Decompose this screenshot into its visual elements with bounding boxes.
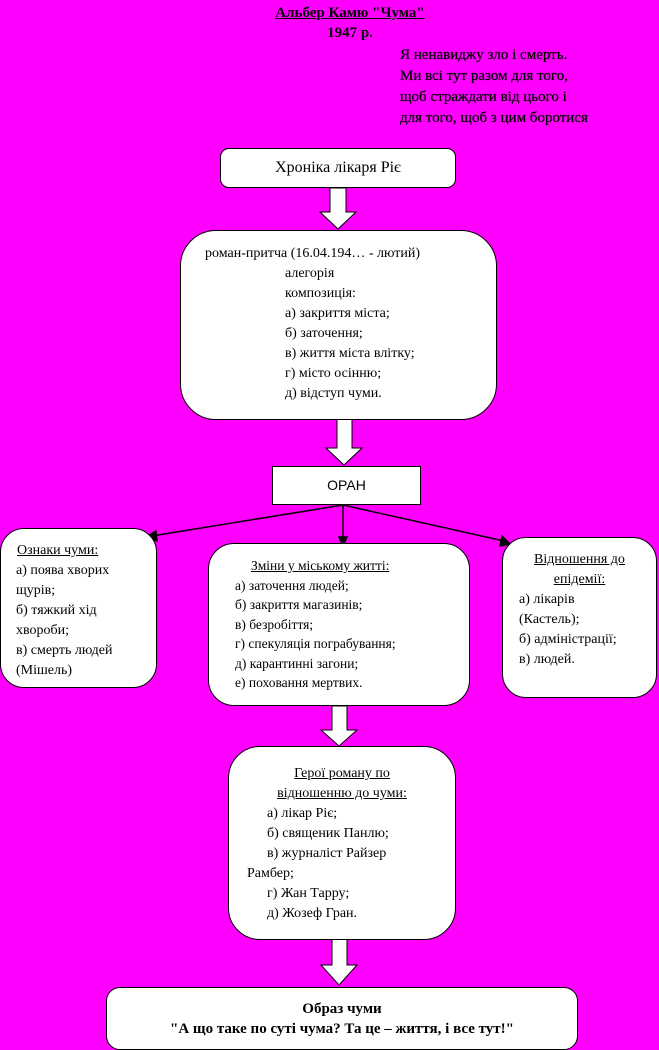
- arrow-to-attitude: [342, 504, 505, 542]
- image-title: Образ чуми: [302, 1001, 382, 1017]
- list-item: в) життя міста влітку;: [285, 346, 415, 361]
- list-item: б) закриття магазинів;: [235, 597, 363, 612]
- chronicle-label: Хроніка лікаря Ріє: [275, 159, 401, 176]
- list-item: (Мішель): [16, 663, 73, 678]
- heroes-box: Герої роману по відношенню до чуми: а) л…: [228, 746, 456, 940]
- epigraph-line: Ми всі тут разом для того,: [400, 68, 568, 84]
- image-quote: "А що таке по суті чума? Та це – життя, …: [170, 1021, 514, 1037]
- arrow-to-signs: [151, 504, 344, 537]
- block-arrow-3: [319, 705, 359, 747]
- list-item: а) заточення людей;: [235, 577, 349, 593]
- city-box: ОРАН: [272, 466, 421, 505]
- changes-list: а) заточення людей; б) закриття магазині…: [209, 576, 469, 693]
- signs-heading: Ознаки чуми:: [17, 543, 99, 558]
- list-item: композиція:: [285, 286, 356, 301]
- changes-box: Зміни у міському житті: а) заточення люд…: [208, 543, 470, 706]
- attitude-list: а) лікарів (Кастель); б) адміністрації; …: [503, 590, 656, 670]
- list-item: б) тяжкий хід: [16, 603, 97, 618]
- block-arrow-2: [324, 418, 364, 466]
- heroes-heading-line: Герої роману по: [294, 766, 390, 781]
- attitude-heading: Відношення до епідемії:: [503, 550, 656, 590]
- heroes-heading-line: відношенню до чуми:: [277, 786, 407, 801]
- attitude-heading-line: епідемії:: [553, 572, 606, 587]
- list-item: в) журналіст Райзер: [267, 846, 387, 861]
- list-item: (Кастель);: [519, 612, 580, 627]
- genre-list: алегорія композиція: а) закриття міста; …: [181, 264, 496, 404]
- chronicle-box: Хроніка лікаря Ріє: [220, 148, 456, 188]
- year-text: 1947 р.: [327, 25, 373, 41]
- epigraph: Я ненавиджу зло і смерть. Ми всі тут раз…: [400, 45, 588, 129]
- list-item: д) Жозеф Гран.: [267, 906, 358, 921]
- list-item: щурів;: [16, 583, 56, 598]
- list-item: е) поховання мертвих.: [235, 675, 363, 690]
- epigraph-line: щоб страждати від цього і: [400, 89, 567, 105]
- attitude-box: Відношення до епідемії: а) лікарів (Каст…: [502, 537, 657, 698]
- list-item: алегорія: [285, 266, 335, 281]
- heroes-heading: Герої роману по відношенню до чуми:: [229, 764, 455, 804]
- page-title: Альбер Камю "Чума": [0, 4, 659, 22]
- list-item: а) лікарів: [519, 592, 575, 607]
- title-text: Альбер Камю "Чума": [275, 5, 425, 21]
- list-item: хвороби;: [16, 623, 70, 638]
- heroes-list: а) лікар Ріє; б) священик Панлю; в) журн…: [229, 804, 455, 924]
- list-item: а) лікар Ріє;: [267, 806, 338, 821]
- list-item: б) заточення;: [285, 326, 363, 341]
- year: 1947 р.: [0, 24, 659, 42]
- list-item: Рамбер;: [247, 866, 294, 881]
- list-item: в) людей.: [519, 652, 575, 667]
- list-item: д) відступ чуми.: [285, 386, 382, 401]
- signs-list: а) поява хворих щурів; б) тяжкий хід хво…: [16, 561, 156, 681]
- signs-box: Ознаки чуми: а) поява хворих щурів; б) т…: [0, 528, 157, 688]
- genre-box: роман-притча (16.04.194… - лютий) алегор…: [180, 230, 497, 420]
- list-item: д) карантинні загони;: [235, 655, 359, 671]
- list-item: а) закриття міста;: [285, 306, 390, 321]
- attitude-heading-line: Відношення до: [534, 552, 625, 567]
- city-label: ОРАН: [327, 477, 366, 493]
- block-arrow-4: [319, 938, 359, 986]
- genre-heading: роман-притча (16.04.194… - лютий): [205, 246, 421, 261]
- list-item: а) поява хворих: [16, 563, 110, 578]
- list-item: в) безробіття;: [235, 616, 314, 632]
- changes-heading: Зміни у міському житті:: [251, 558, 390, 573]
- epigraph-line: для того, щоб з цим боротися: [400, 110, 588, 126]
- image-box: Образ чуми "А що таке по суті чума? Та ц…: [106, 987, 578, 1050]
- list-item: г) місто осінню;: [285, 366, 382, 381]
- list-item: б) священик Панлю;: [267, 826, 389, 841]
- block-arrow-1: [318, 187, 358, 230]
- epigraph-line: Я ненавиджу зло і смерть.: [400, 47, 568, 63]
- list-item: в) смерть людей: [16, 643, 113, 658]
- list-item: б) адміністрації;: [519, 632, 617, 647]
- list-item: г) Жан Тарру;: [267, 886, 350, 901]
- list-item: г) спекуляція пограбування;: [235, 636, 396, 651]
